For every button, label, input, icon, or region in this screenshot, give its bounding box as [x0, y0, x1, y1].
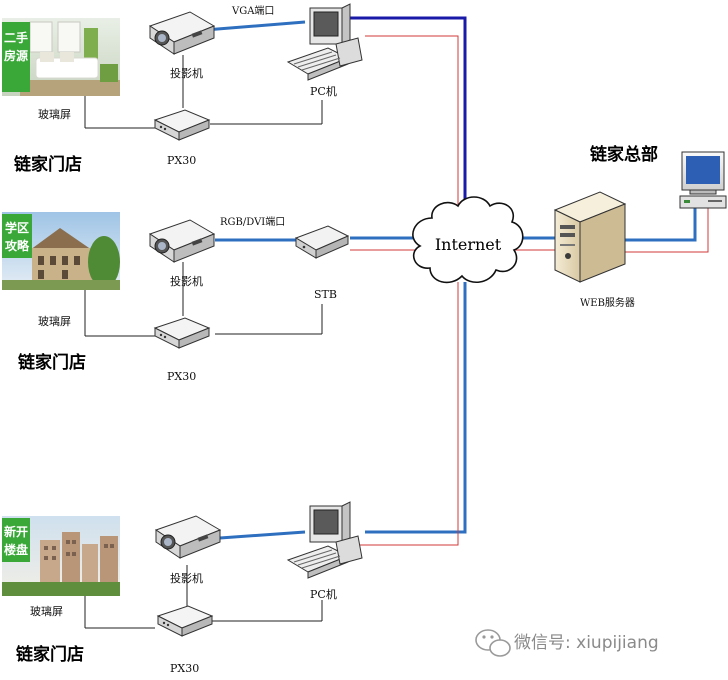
store-1-tag-line1: 二手 — [4, 30, 28, 45]
internet-label: Internet — [435, 235, 502, 254]
store-2-photo — [2, 212, 120, 290]
store-3-px30-icon — [157, 605, 213, 637]
store-3-projector-icon — [155, 515, 221, 559]
store-1-glass-label: 玻璃屏 — [38, 107, 71, 121]
store-1-port-label: VGA端口 — [231, 4, 274, 17]
store-1-px30-label: PX30 — [167, 154, 196, 167]
wechat-icon — [475, 629, 511, 657]
store-1-tag-line2: 房源 — [4, 48, 28, 63]
store-1-device-label: PC机 — [310, 84, 337, 98]
store-3-tag-line1: 新开 — [4, 524, 28, 539]
connection-lines — [84, 16, 709, 629]
store-3-glass-label: 玻璃屏 — [30, 604, 63, 618]
hq-label: 链家总部 — [590, 144, 658, 165]
store-2-device-label: STB — [314, 288, 337, 301]
store-3-projector-label: 投影机 — [170, 571, 203, 585]
store-2-tag-line1: 学区 — [5, 220, 29, 235]
store-2-glass-label: 玻璃屏 — [38, 314, 71, 328]
store-3-px30-label: PX30 — [170, 662, 199, 675]
store-2-stb-icon — [295, 225, 349, 259]
store-2-px30-icon — [154, 317, 210, 349]
store-2-projector-label: 投影机 — [170, 274, 203, 288]
internet-cloud-icon — [412, 196, 524, 284]
store-3-device-label: PC机 — [310, 587, 337, 601]
server-label: WEB服务器 — [580, 296, 635, 309]
store-2-port-label: RGB/DVI端口 — [220, 215, 285, 228]
store-3-store-label: 链家门店 — [16, 644, 84, 665]
store-2-store-label: 链家门店 — [18, 352, 86, 373]
store-2-px30-label: PX30 — [167, 370, 196, 383]
store-1-projector-label: 投影机 — [170, 66, 203, 80]
store-1-store-label: 链家门店 — [14, 154, 82, 175]
store-2: 学区 攻略 投影机 RGB/DVI端口 STB 玻璃屏 PX30 链家门店 — [2, 212, 349, 383]
store-1: 二手 房源 投影机 VGA端口 PC机 玻璃屏 PX30 链家门店 — [2, 3, 363, 175]
store-1-photo — [2, 18, 120, 96]
store-3: 新开 楼盘 投影机 PC机 玻璃屏 PX30 链家门店 — [2, 501, 363, 675]
hq-computer-icon — [679, 151, 727, 209]
store-3-photo — [2, 516, 120, 596]
store-2-projector-icon — [149, 219, 215, 263]
store-3-tag-line2: 楼盘 — [4, 542, 28, 557]
store-3-pc-icon — [287, 501, 363, 579]
store-1-projector-icon — [149, 11, 215, 55]
store-1-pc-icon — [287, 3, 363, 81]
watermark-text: 微信号: xiupijiang — [514, 633, 659, 653]
web-server-icon — [553, 191, 627, 283]
store-2-tag-line2: 攻略 — [5, 238, 30, 253]
store-1-px30-icon — [154, 109, 210, 141]
